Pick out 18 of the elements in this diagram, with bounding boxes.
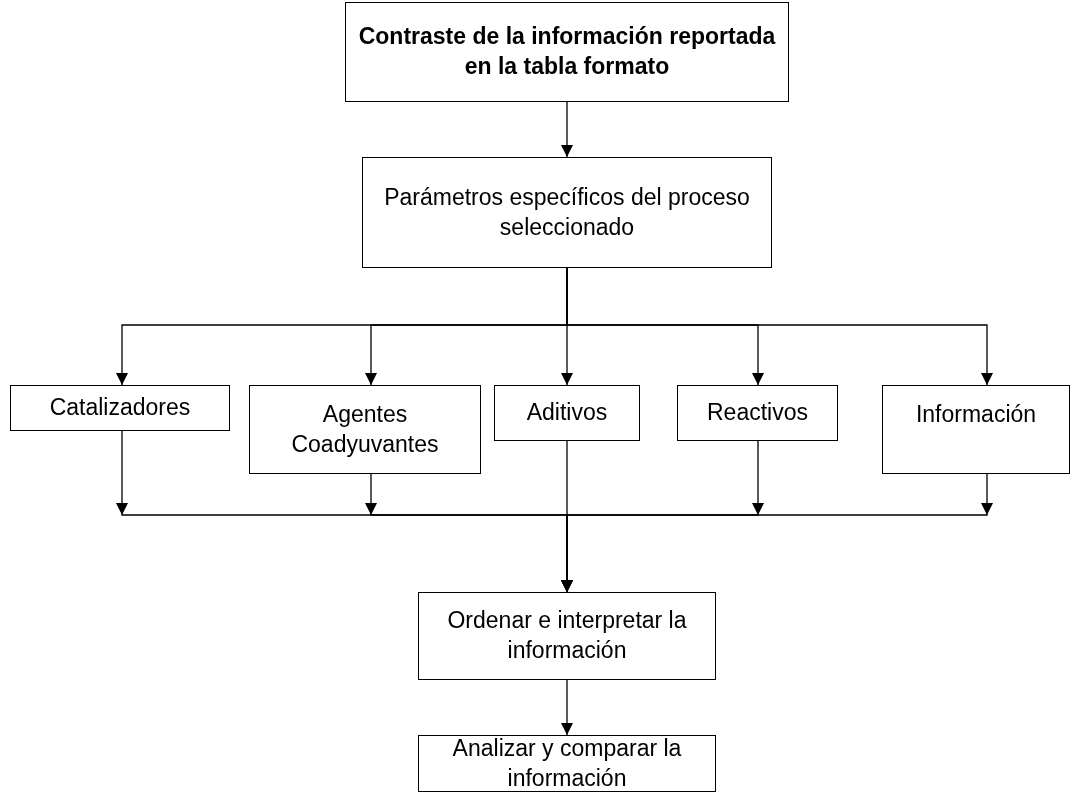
box-label: Analizar y comparar la información [451,733,683,793]
box-label: Ordenar e interpretar la información [446,606,688,665]
process-box [249,385,481,474]
box-label: Contraste de la información reportada en la tabla formato [357,22,777,81]
box-label: Agentes Coadyuvantes [290,399,440,459]
process-box [494,385,640,441]
process-box [882,385,1070,474]
box-label: Aditivos [526,398,608,428]
box-label: Información [915,400,1037,429]
box-label: Parámetros específicos del proceso seleccionado [383,182,751,242]
process-box [677,385,838,441]
process-box [345,2,789,102]
process-box [418,592,716,680]
process-box [10,385,230,431]
box-label: Catalizadores [49,393,191,423]
process-box [362,157,772,268]
process-box [418,735,716,792]
box-label: Reactivos [707,398,808,428]
